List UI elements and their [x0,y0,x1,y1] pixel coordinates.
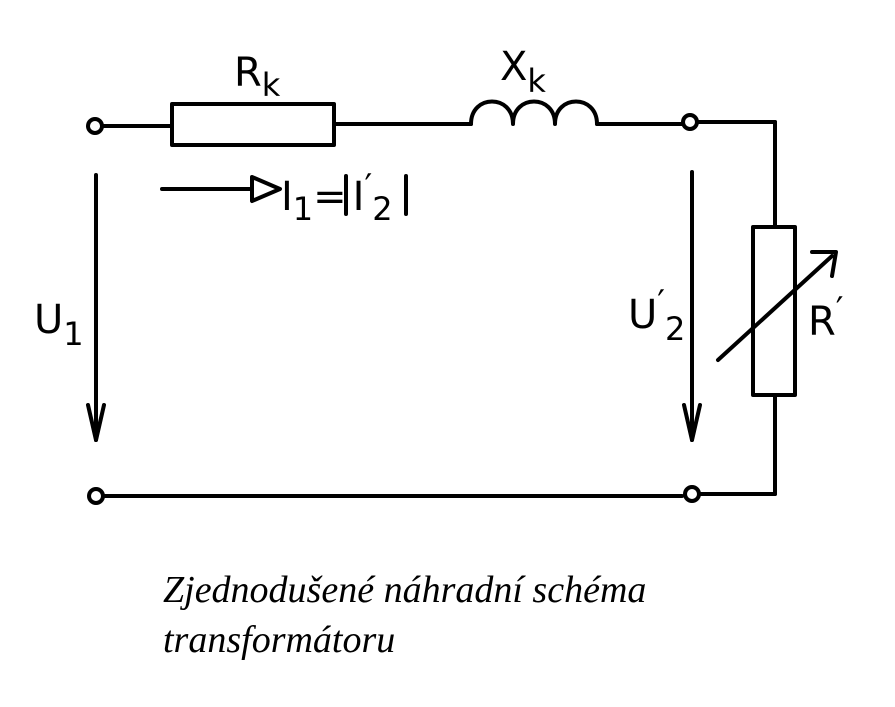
variable-arrow-head [810,250,838,278]
equivalent-circuit-diagram: Rk Xk I1=I′2 U1 U′2 R′ [34,44,844,505]
inductor-xk [469,99,599,126]
label-u2: U′2 [628,283,685,348]
label-r-load: R′ [808,290,844,345]
terminal-bottom-left [87,487,105,505]
label-xk: Xk [500,44,546,100]
voltage-u2-arrow-head [682,403,702,442]
caption-line-1: Zjednodušené náhradní schéma [163,569,647,611]
label-u1: U1 [34,297,84,353]
terminal-top-left [86,117,104,135]
terminal-bottom-right [683,485,701,503]
caption-line-2: transformátoru [163,619,396,661]
voltage-u1-arrow-head [86,403,106,442]
variable-arrow [716,254,834,362]
current-arrow-head [250,175,282,203]
label-current: I1=I′2 [281,167,393,228]
terminal-top-right [681,113,699,131]
label-rk: Rk [234,50,281,104]
resistor-rk [170,102,336,147]
